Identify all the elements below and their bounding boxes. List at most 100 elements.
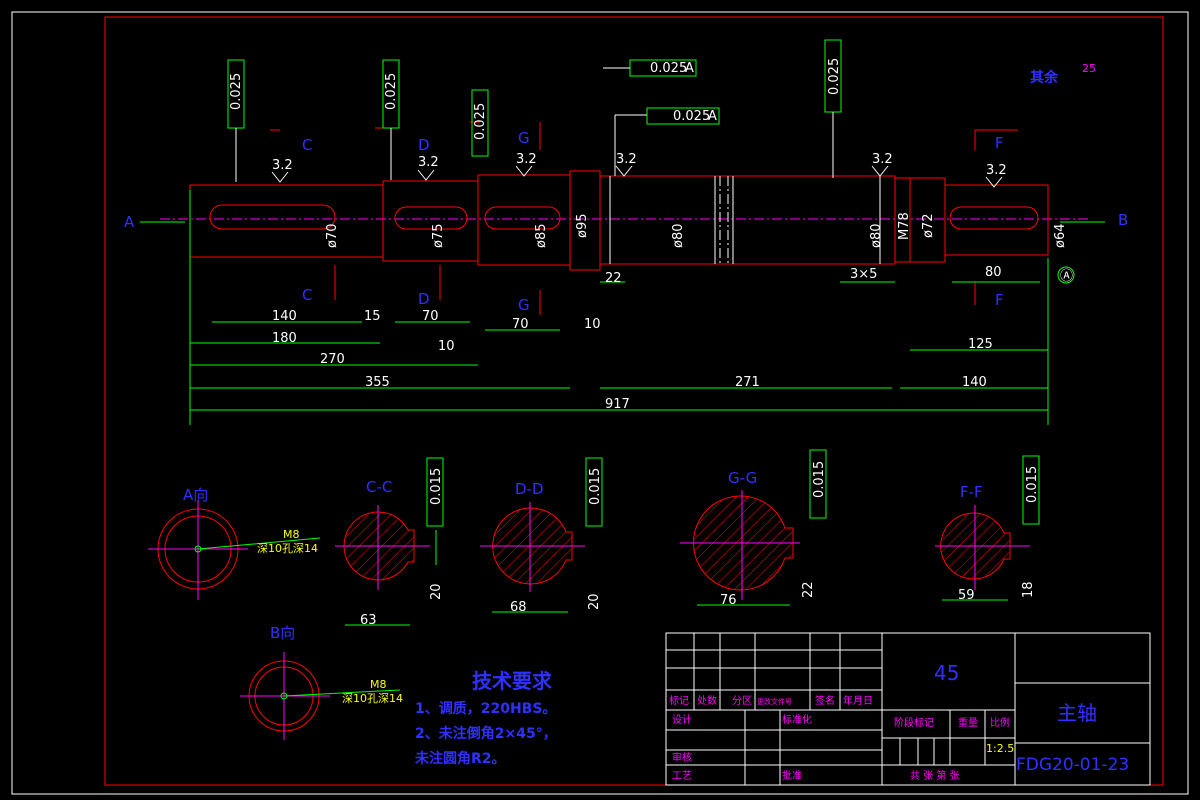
inner-border bbox=[104, 16, 1164, 786]
drawing-number: FDG20-01-23 bbox=[1016, 755, 1129, 775]
dim-22: 22 bbox=[605, 271, 622, 286]
label-b: B bbox=[1118, 211, 1128, 229]
svg-text:处数: 处数 bbox=[697, 694, 717, 707]
svg-text:3.2: 3.2 bbox=[616, 152, 637, 167]
dim-3x5: 3×5 bbox=[850, 267, 877, 282]
svg-text:分区: 分区 bbox=[732, 695, 752, 707]
shaft-outline bbox=[189, 170, 1049, 271]
section-gg: 0.015 bbox=[680, 449, 827, 606]
label-f-top: F bbox=[995, 134, 1004, 152]
dim-140b: 140 bbox=[962, 375, 987, 390]
section-gg-width: 76 bbox=[720, 593, 737, 608]
end-view-b-hole: 深10孔深14 bbox=[342, 692, 403, 705]
outer-border bbox=[11, 11, 1189, 795]
svg-text:0.025: 0.025 bbox=[673, 109, 710, 124]
svg-text:3.2: 3.2 bbox=[272, 158, 293, 173]
section-gg-title: G-G bbox=[728, 469, 757, 487]
runout-frame-4: 0.025 A bbox=[603, 59, 697, 77]
svg-text:ø80: ø80 bbox=[671, 224, 686, 249]
end-view-a-hole: 深10孔深14 bbox=[257, 542, 318, 555]
roughness-other-label: 其余 bbox=[1030, 69, 1059, 86]
runout-frame-6: 0.025 bbox=[824, 39, 842, 178]
dim-10b: 10 bbox=[584, 317, 601, 332]
svg-text:ø85: ø85 bbox=[534, 224, 549, 249]
svg-text:3.2: 3.2 bbox=[872, 152, 893, 167]
title-block bbox=[665, 632, 1151, 786]
dim-15: 15 bbox=[364, 309, 381, 324]
runout-frame-2: 0.025 bbox=[382, 59, 400, 180]
section-cc-width: 63 bbox=[360, 613, 377, 628]
end-view-b bbox=[240, 652, 401, 740]
dim-270: 270 bbox=[320, 352, 345, 367]
roughness-other-value: 25 bbox=[1082, 62, 1096, 75]
label-d-top: D bbox=[418, 136, 430, 154]
svg-text:ø75: ø75 bbox=[431, 224, 446, 249]
end-view-a-title: A向 bbox=[183, 486, 208, 504]
runout-frame-5: 0.025 A bbox=[614, 107, 720, 176]
label-d-bottom: D bbox=[418, 290, 430, 308]
svg-text:标记: 标记 bbox=[669, 695, 689, 707]
svg-text:ø70: ø70 bbox=[325, 224, 340, 249]
notes-title: 技术要求 bbox=[472, 669, 553, 693]
dim-10a: 10 bbox=[438, 339, 455, 354]
svg-text:ø80: ø80 bbox=[869, 224, 884, 249]
notes-line1: 1、调质，220HBS。 bbox=[415, 700, 556, 717]
runout-frame-3: 0.025 bbox=[471, 89, 489, 157]
section-ff-depth: 18 bbox=[1021, 581, 1036, 598]
section-dd-title: D-D bbox=[515, 480, 544, 498]
label-g-bottom: G bbox=[518, 296, 530, 314]
svg-text:3.2: 3.2 bbox=[986, 163, 1007, 178]
svg-text:0.025: 0.025 bbox=[384, 73, 399, 110]
svg-text:0.025: 0.025 bbox=[229, 73, 244, 110]
section-cc-title: C-C bbox=[366, 478, 392, 496]
svg-text:工艺: 工艺 bbox=[672, 770, 692, 782]
section-ff: 0.015 bbox=[935, 455, 1040, 601]
dim-917: 917 bbox=[605, 397, 630, 412]
section-dd: 0.015 bbox=[480, 457, 603, 613]
svg-text:0.025: 0.025 bbox=[473, 103, 488, 140]
label-f-bottom: F bbox=[995, 291, 1004, 309]
svg-text:更改文件号: 更改文件号 bbox=[757, 697, 792, 706]
section-dd-width: 68 bbox=[510, 600, 527, 615]
end-view-a bbox=[148, 500, 321, 600]
notes-line3: 未注圆角R2。 bbox=[415, 750, 506, 767]
title-block-labels: 标记 处数 分区 更改文件号 签名 年月日 设计 标准化 阶段标记 重量 比例 … bbox=[669, 694, 1010, 782]
notes-line2: 2、未注倒角2×45°， bbox=[415, 725, 557, 742]
section-cc-depth: 20 bbox=[429, 583, 444, 600]
runout-frame-1: 0.025 bbox=[227, 59, 245, 182]
section-ff-width: 59 bbox=[958, 588, 975, 603]
svg-text:3.2: 3.2 bbox=[418, 155, 439, 170]
svg-text:重量: 重量 bbox=[958, 716, 978, 729]
svg-text:ø72: ø72 bbox=[921, 214, 936, 239]
svg-text:共 张 第 张: 共 张 第 张 bbox=[910, 769, 960, 782]
section-gg-depth: 22 bbox=[801, 581, 816, 598]
svg-text:M78: M78 bbox=[897, 212, 912, 240]
dim-355: 355 bbox=[365, 375, 390, 390]
svg-text:签名: 签名 bbox=[815, 694, 835, 707]
svg-text:A: A bbox=[685, 61, 694, 76]
svg-text:ø95: ø95 bbox=[575, 214, 590, 239]
section-dd-depth: 20 bbox=[587, 593, 602, 610]
section-ff-title: F-F bbox=[960, 483, 983, 501]
svg-text:A: A bbox=[708, 109, 717, 124]
dimension-lines bbox=[189, 190, 1049, 425]
section-markers bbox=[270, 121, 1018, 315]
svg-text:3.2: 3.2 bbox=[516, 152, 537, 167]
label-c-top: C bbox=[302, 136, 312, 154]
datum-a-label: Ⓐ bbox=[1060, 269, 1073, 284]
dim-180: 180 bbox=[272, 331, 297, 346]
end-view-b-thread: M8 bbox=[370, 678, 387, 691]
label-c-bottom: C bbox=[302, 286, 312, 304]
svg-text:阶段标记: 阶段标记 bbox=[894, 716, 934, 729]
dim-140: 140 bbox=[272, 309, 297, 324]
svg-text:0.015: 0.015 bbox=[812, 461, 827, 498]
svg-text:设计: 设计 bbox=[672, 713, 692, 726]
dim-70b: 70 bbox=[512, 317, 529, 332]
section-cc: 0.015 bbox=[335, 457, 444, 626]
svg-text:0.015: 0.015 bbox=[429, 468, 444, 505]
svg-text:年月日: 年月日 bbox=[843, 694, 873, 707]
svg-text:ø64: ø64 bbox=[1053, 224, 1068, 249]
datum-a-circle bbox=[1057, 266, 1075, 284]
svg-text:0.025: 0.025 bbox=[827, 58, 842, 95]
